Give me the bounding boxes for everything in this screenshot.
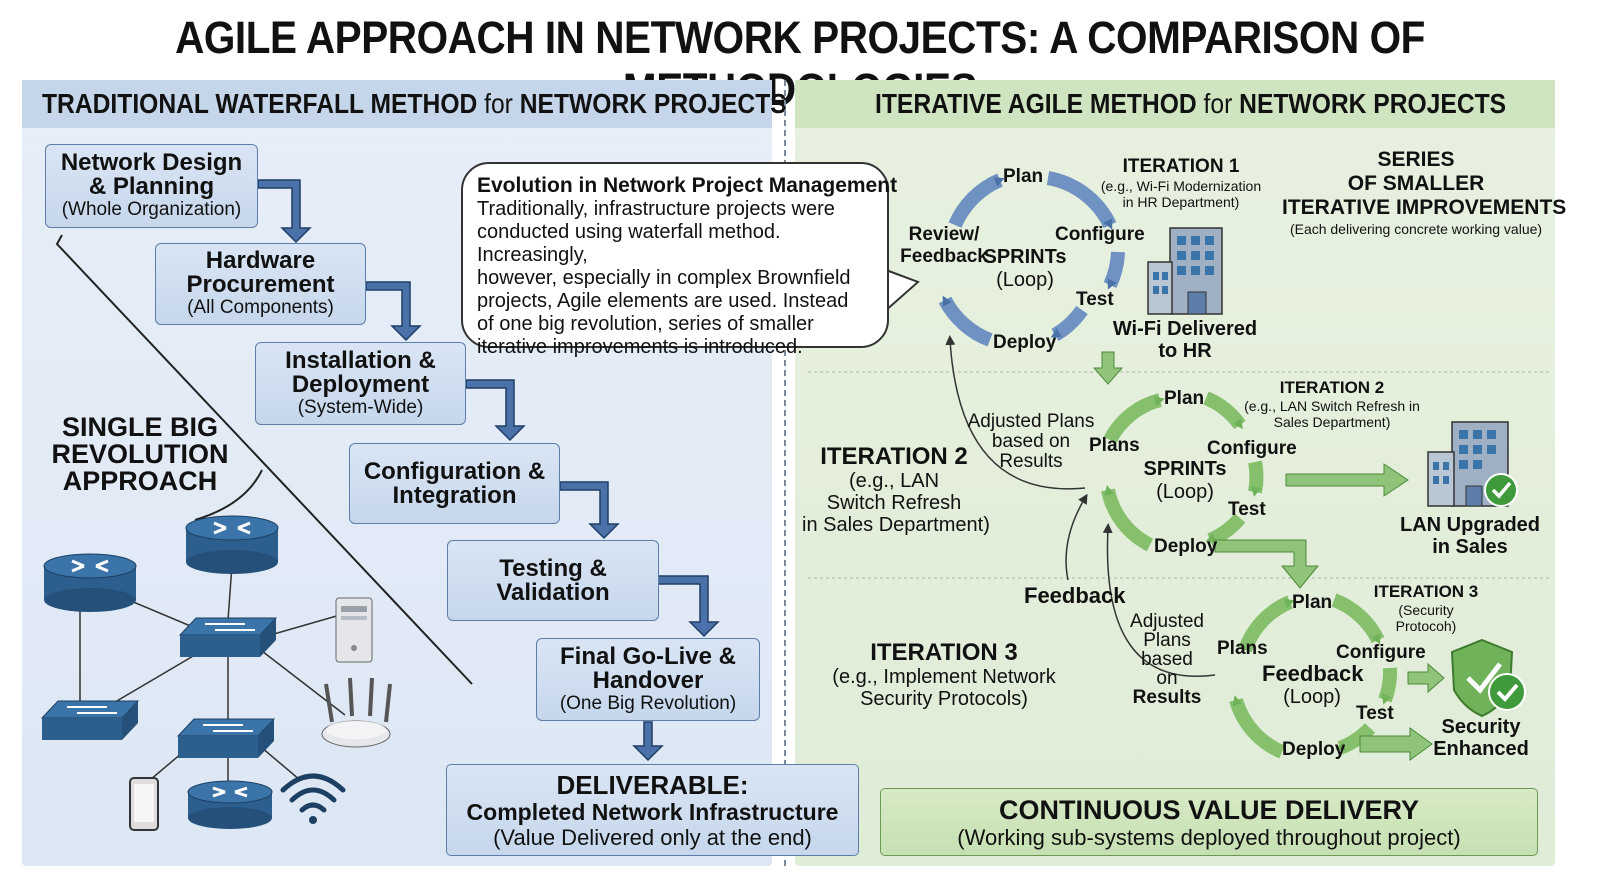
iteration-3-result: Security Enhanced (1433, 716, 1529, 760)
iteration-1-test: Test (1076, 289, 1114, 310)
router-icon (43, 553, 137, 612)
iteration-1-deploy: Deploy (993, 332, 1057, 353)
router-icon (187, 780, 273, 829)
iteration-2-plan: Plan (1164, 388, 1205, 409)
iteration-3-result-arrow-2 (1359, 727, 1433, 761)
iteration-1-to-2-arrow (1092, 351, 1124, 385)
iteration-2-loop (1101, 391, 1264, 552)
wifi-signal-icon (280, 773, 346, 824)
router-icon (185, 515, 279, 574)
callout-tail (883, 269, 920, 313)
iteration-3-side-label: ITERATION 3 (e.g., Implement Network Sec… (832, 639, 1056, 711)
connector-6 (632, 721, 664, 762)
waterfall-header: TRADITIONAL WATERFALL METHOD for NETWORK… (42, 88, 787, 119)
step-final-go-live: Final Go-Live & Handover (One Big Revolu… (536, 638, 760, 721)
waterfall-connectors (257, 179, 720, 762)
iteration-2-configure: Configure (1207, 438, 1297, 459)
agile-header-bar: ITERATIVE AGILE METHOD for NETWORK PROJE… (795, 80, 1555, 128)
iteration-2-test: Test (1228, 499, 1266, 520)
iteration-2-side-label: ITERATION 2 (e.g., LAN Switch Refresh in… (802, 443, 990, 537)
iteration-2-deploy: Deploy (1154, 536, 1218, 557)
single-revolution-bracket (55, 234, 473, 685)
step-hardware-procurement: Hardware Procurement (All Components) (155, 243, 366, 325)
phone-icon (129, 777, 159, 831)
iteration-1-result: Wi-Fi Delivered to HR (1112, 318, 1258, 362)
check-badge-icon (1488, 673, 1526, 711)
iteration-2-plans: Plans (1089, 435, 1140, 456)
iteration-1-label: ITERATION 1 (e.g., Wi-Fi Modernization i… (1100, 156, 1262, 210)
deliverable-box: DELIVERABLE: Completed Network Infrastru… (446, 764, 859, 856)
step-network-design: Network Design & Planning (Whole Organiz… (45, 144, 258, 228)
iteration-3-adjusted-plans: Adjusted Plans based on Results (1130, 611, 1204, 708)
feedback-label: Feedback (1024, 583, 1126, 608)
step-installation: Installation & Deployment (System-Wide) (255, 342, 466, 425)
iteration-1-center: SPRINTs (Loop) (983, 246, 1067, 291)
iteration-3-center: Feedback (Loop) (1262, 661, 1364, 709)
panel-divider (784, 80, 786, 866)
switch-icon (176, 718, 276, 758)
iteration-2-to-3-arrow (1214, 539, 1320, 589)
iteration-3-deploy: Deploy (1282, 739, 1346, 760)
iteration-1-configure: Configure (1055, 224, 1145, 245)
connector-5 (657, 575, 720, 638)
iteration-2-result: LAN Upgraded in Sales (1400, 514, 1540, 558)
iteration-1-review-feedback: Review/ Feedback (900, 224, 988, 267)
connector-4 (559, 481, 620, 540)
iteration-2-adjusted-plans: Adjusted Plans based on Results (967, 411, 1095, 472)
step-configuration: Configuration & Integration (349, 443, 560, 524)
iteration-2-result-arrow (1285, 463, 1409, 497)
connector-3 (465, 379, 526, 442)
switch-icon (40, 700, 140, 740)
step-testing: Testing & Validation (447, 540, 659, 621)
iteration-3-test: Test (1356, 703, 1394, 724)
iteration-3-configure: Configure (1336, 642, 1426, 663)
switch-icon (178, 617, 278, 657)
series-label: SERIES OF SMALLER ITERATIVE IMPROVEMENTS… (1282, 148, 1567, 237)
connector-2 (365, 281, 422, 342)
connector-1 (257, 179, 312, 244)
iteration-3-plan: Plan (1292, 592, 1333, 613)
iteration-2-label: ITERATION 2 (e.g., LAN Switch Refresh in… (1244, 378, 1420, 430)
network-topology (40, 515, 392, 831)
iteration-1-plan: Plan (1003, 166, 1044, 187)
evolution-callout: Evolution in Network Project Management … (461, 162, 897, 358)
building-icon (1147, 227, 1223, 315)
agile-header: ITERATIVE AGILE METHOD for NETWORK PROJE… (875, 88, 1507, 119)
check-badge-icon (1484, 473, 1518, 507)
access-point-icon (321, 677, 392, 748)
single-big-revolution-label: SINGLE BIG REVOLUTION APPROACH (51, 412, 229, 496)
continuous-value-delivery-box: CONTINUOUS VALUE DELIVERY (Working sub-s… (880, 788, 1538, 856)
iteration-3-loop (1229, 593, 1398, 759)
server-icon (335, 597, 373, 663)
iteration-1-loop (938, 171, 1125, 347)
iteration-3-result-arrow-1 (1407, 662, 1445, 694)
iteration-3-label: ITERATION 3 (Security Protocoh) (1373, 582, 1479, 634)
iteration-3-plans: Plans (1217, 638, 1268, 659)
iteration-2-center: SPRINTs (Loop) (1143, 458, 1227, 503)
waterfall-header-bar: TRADITIONAL WATERFALL METHOD for NETWORK… (22, 80, 787, 128)
